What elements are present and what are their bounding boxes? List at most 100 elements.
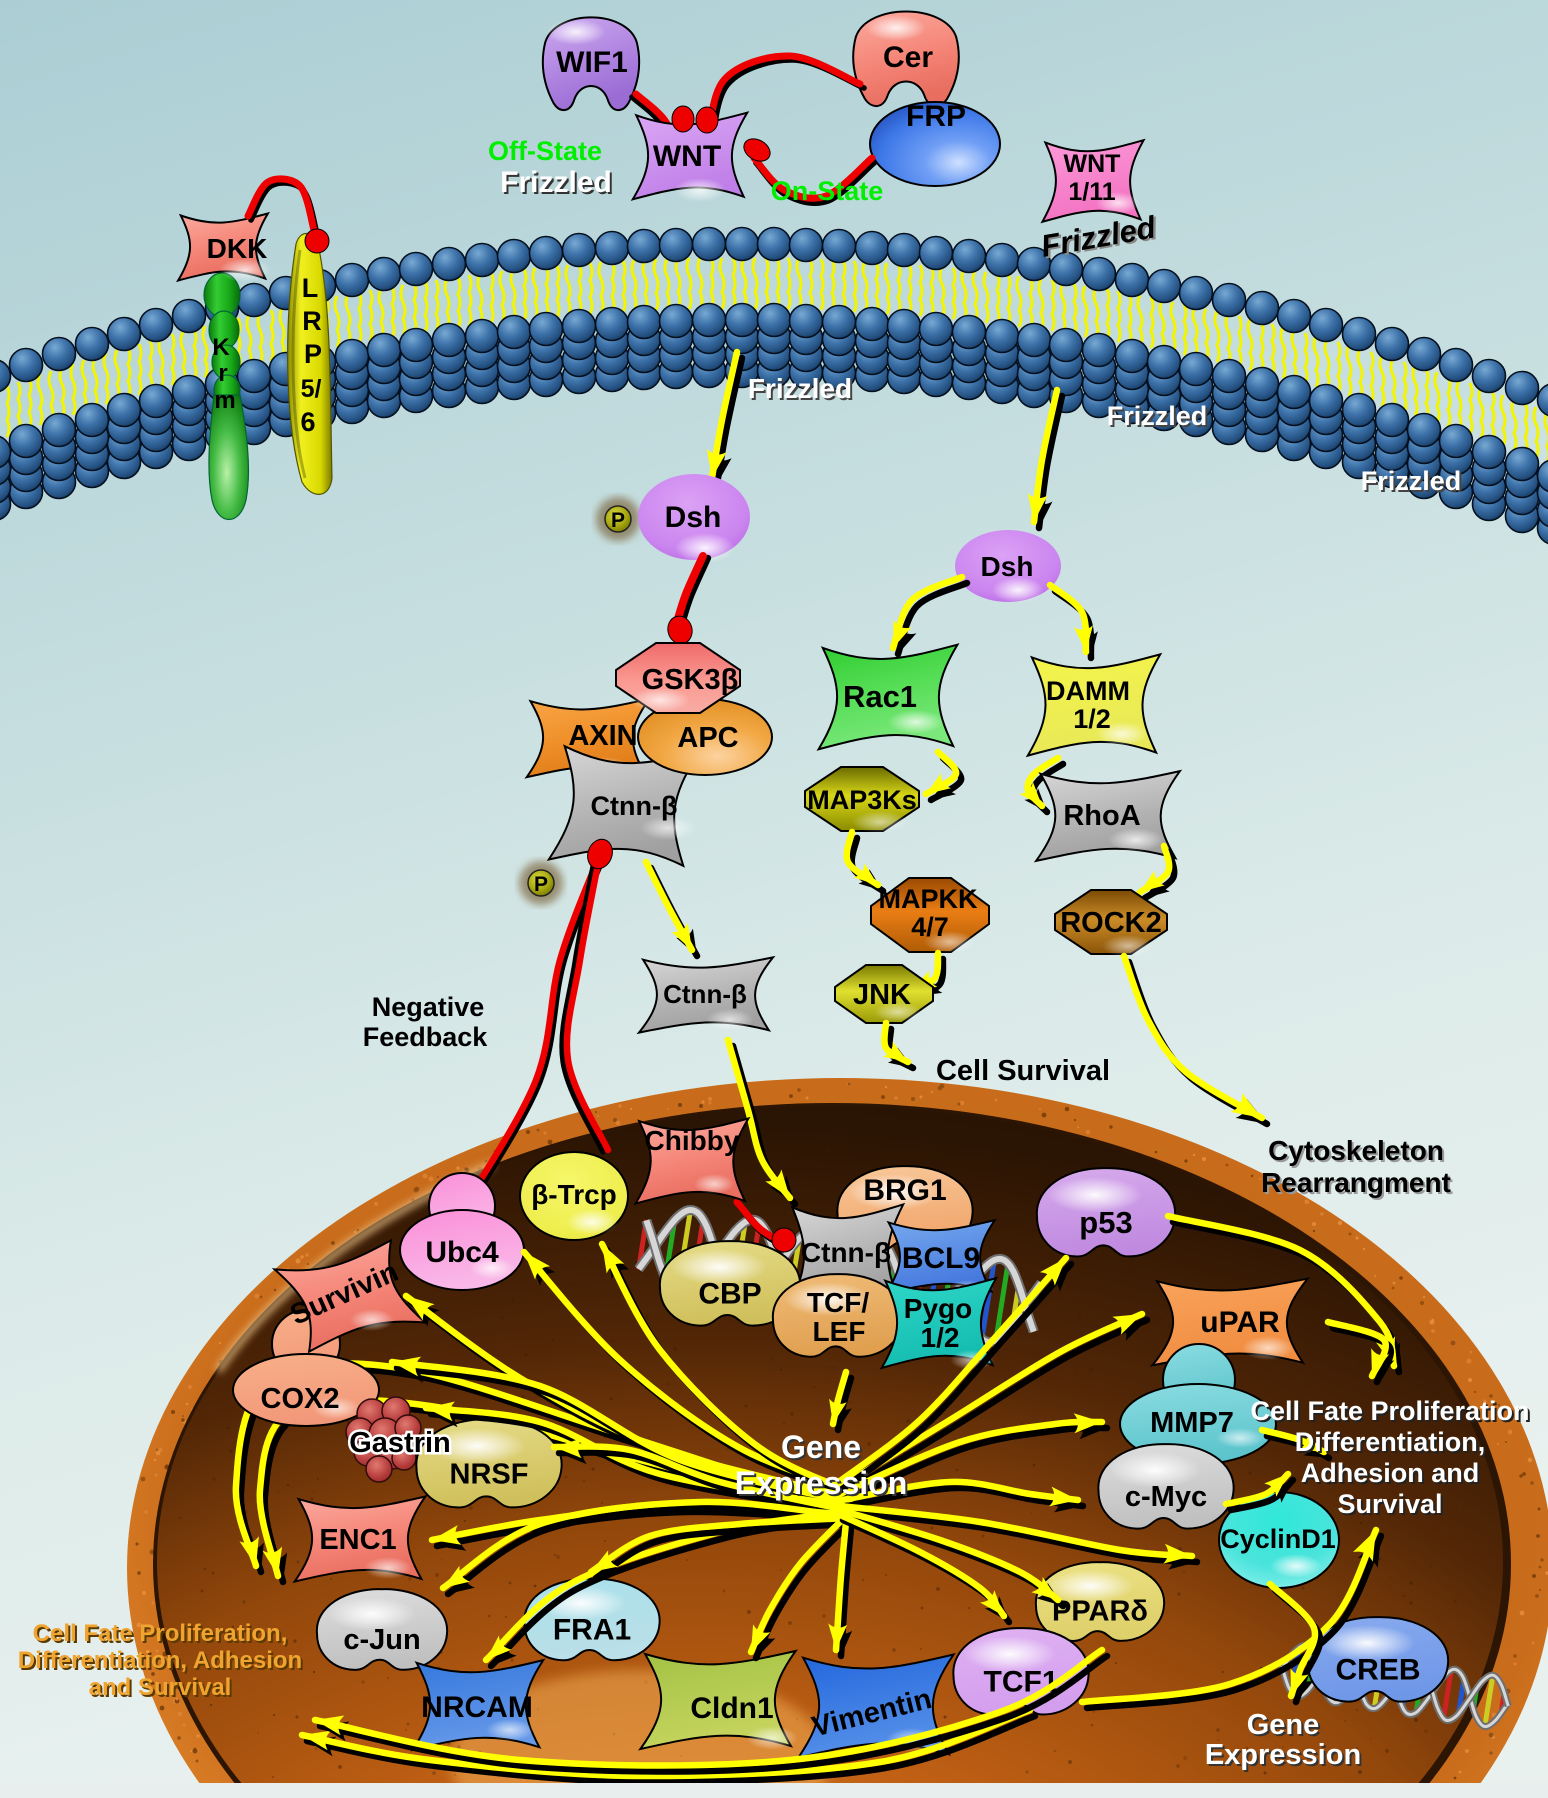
svg-text:Gene: Gene <box>783 1431 863 1467</box>
svg-text:m: m <box>214 387 235 414</box>
svg-text:Ctnn-β: Ctnn-β <box>591 791 678 821</box>
svg-text:Gene: Gene <box>1247 1709 1320 1741</box>
svg-text:1/2: 1/2 <box>1073 704 1111 734</box>
svg-text:TCF1: TCF1 <box>984 1666 1059 1699</box>
svg-text:Cell Fate Proliferation,: Cell Fate Proliferation, <box>33 1620 288 1647</box>
svg-text:Expression: Expression <box>1205 1739 1361 1771</box>
svg-text:ENC1: ENC1 <box>319 1524 396 1556</box>
svg-text:c-Jun: c-Jun <box>343 1624 420 1656</box>
svg-text:Cytoskeleton: Cytoskeleton <box>1270 1137 1446 1168</box>
svg-text:On-State: On-State <box>771 176 884 206</box>
svg-text:Negative: Negative <box>372 992 485 1022</box>
svg-text:Frizzled: Frizzled <box>1109 403 1210 433</box>
svg-text:CyclinD1: CyclinD1 <box>1220 1524 1336 1554</box>
svg-text:Cell Fate Proliferation: Cell Fate Proliferation <box>1252 1398 1531 1428</box>
svg-text:r: r <box>218 360 227 387</box>
svg-text:Frizzled: Frizzled <box>748 373 852 404</box>
svg-text:TCF/: TCF/ <box>807 1287 869 1318</box>
svg-text:DAMM: DAMM <box>1046 676 1130 706</box>
svg-text:Feedback: Feedback <box>363 1022 489 1052</box>
svg-text:RhoA: RhoA <box>1063 800 1140 832</box>
svg-text:ROCK2: ROCK2 <box>1060 907 1162 939</box>
svg-text:1/2: 1/2 <box>921 1322 960 1353</box>
svg-text:β-Trcp: β-Trcp <box>531 1179 617 1210</box>
svg-text:FRP: FRP <box>906 100 966 133</box>
svg-text:6: 6 <box>300 407 315 437</box>
svg-text:Ctnn-β: Ctnn-β <box>663 979 747 1009</box>
svg-text:NRSF: NRSF <box>450 1459 529 1491</box>
svg-text:Survival: Survival <box>1339 1491 1444 1521</box>
svg-text:Cell Fate Proliferation,: Cell Fate Proliferation, <box>35 1622 290 1649</box>
svg-text:APC: APC <box>677 722 738 754</box>
svg-text:Cer: Cer <box>883 41 933 74</box>
svg-text:LEF: LEF <box>813 1316 866 1347</box>
svg-text:c-Myc: c-Myc <box>1125 1481 1207 1513</box>
svg-text:Adhesion and: Adhesion and <box>1303 1460 1482 1490</box>
svg-text:CREB: CREB <box>1335 1654 1420 1687</box>
svg-text:MAP3Ks: MAP3Ks <box>807 785 917 815</box>
svg-text:BRG1: BRG1 <box>863 1174 946 1207</box>
svg-text:WNT: WNT <box>653 140 721 173</box>
svg-text:CBP: CBP <box>698 1278 761 1311</box>
svg-text:Frizzled: Frizzled <box>1107 401 1208 431</box>
svg-text:Cell Survival: Cell Survival <box>936 1055 1110 1087</box>
svg-text:DKK: DKK <box>207 233 268 264</box>
svg-text:JNK: JNK <box>853 979 911 1011</box>
svg-text:P: P <box>534 873 548 896</box>
svg-text:Expression: Expression <box>1207 1741 1363 1773</box>
svg-text:Pygo: Pygo <box>904 1293 972 1324</box>
svg-text:Cldn1: Cldn1 <box>690 1692 773 1725</box>
svg-text:COX2: COX2 <box>261 1383 340 1415</box>
svg-text:Dsh: Dsh <box>981 551 1034 582</box>
svg-text:5/: 5/ <box>301 375 322 403</box>
svg-text:Cytoskeleton: Cytoskeleton <box>1268 1135 1444 1166</box>
svg-text:PPARδ: PPARδ <box>1052 1596 1148 1628</box>
svg-text:NRCAM: NRCAM <box>421 1691 533 1724</box>
svg-text:K: K <box>212 334 230 361</box>
svg-text:Frizzled: Frizzled <box>750 375 854 406</box>
svg-text:Adhesion and: Adhesion and <box>1301 1458 1480 1488</box>
svg-text:P: P <box>304 339 322 369</box>
svg-text:AXIN: AXIN <box>568 720 637 752</box>
svg-text:MAPKK: MAPKK <box>879 884 978 914</box>
svg-text:Survival: Survival <box>1337 1489 1442 1519</box>
svg-text:WNT: WNT <box>1064 150 1121 178</box>
svg-text:p53: p53 <box>1079 1205 1132 1240</box>
svg-text:L: L <box>302 273 319 303</box>
svg-text:Ctnn-β: Ctnn-β <box>801 1237 891 1268</box>
svg-text:Rearrangment: Rearrangment <box>1261 1167 1451 1198</box>
svg-text:Gene: Gene <box>781 1429 861 1465</box>
svg-text:BCL9: BCL9 <box>902 1242 980 1275</box>
svg-text:Off-State: Off-State <box>488 136 602 166</box>
svg-text:Dsh: Dsh <box>665 501 722 534</box>
svg-text:Cell Fate Proliferation: Cell Fate Proliferation <box>1250 1396 1529 1426</box>
svg-text:Gene: Gene <box>1249 1711 1322 1743</box>
svg-text:Frizzled: Frizzled <box>500 166 612 199</box>
svg-text:WIF1: WIF1 <box>556 46 628 79</box>
svg-text:Expression: Expression <box>737 1467 910 1503</box>
svg-text:uPAR: uPAR <box>1200 1306 1280 1339</box>
svg-text:Differentiation, Adhesion: Differentiation, Adhesion <box>20 1649 304 1676</box>
svg-text:Frizzled: Frizzled <box>502 168 614 201</box>
svg-text:4/7: 4/7 <box>911 912 949 942</box>
svg-text:Expression: Expression <box>735 1465 908 1501</box>
svg-text:R: R <box>302 306 322 336</box>
svg-text:MMP7: MMP7 <box>1150 1407 1234 1439</box>
svg-text:P: P <box>611 509 625 532</box>
svg-text:1/11: 1/11 <box>1068 178 1115 206</box>
svg-text:and Survival: and Survival <box>91 1676 234 1703</box>
svg-text:Ubc4: Ubc4 <box>425 1236 499 1269</box>
svg-text:GSK3β: GSK3β <box>642 664 739 696</box>
svg-text:Frizzled: Frizzled <box>1363 468 1464 498</box>
svg-text:Chibby: Chibby <box>645 1125 740 1156</box>
svg-text:Frizzled: Frizzled <box>1361 466 1462 496</box>
svg-text:Differentiation,: Differentiation, <box>1295 1427 1486 1457</box>
svg-text:Differentiation, Adhesion: Differentiation, Adhesion <box>18 1647 302 1674</box>
svg-text:Gastrin: Gastrin <box>349 1427 451 1459</box>
svg-text:and Survival: and Survival <box>89 1674 232 1701</box>
svg-text:FRA1: FRA1 <box>553 1613 631 1646</box>
svg-text:Differentiation,: Differentiation, <box>1297 1429 1488 1459</box>
svg-text:Gastrin: Gastrin <box>349 1427 451 1459</box>
svg-text:Rearrangment: Rearrangment <box>1263 1169 1453 1200</box>
svg-text:Rac1: Rac1 <box>843 679 917 714</box>
